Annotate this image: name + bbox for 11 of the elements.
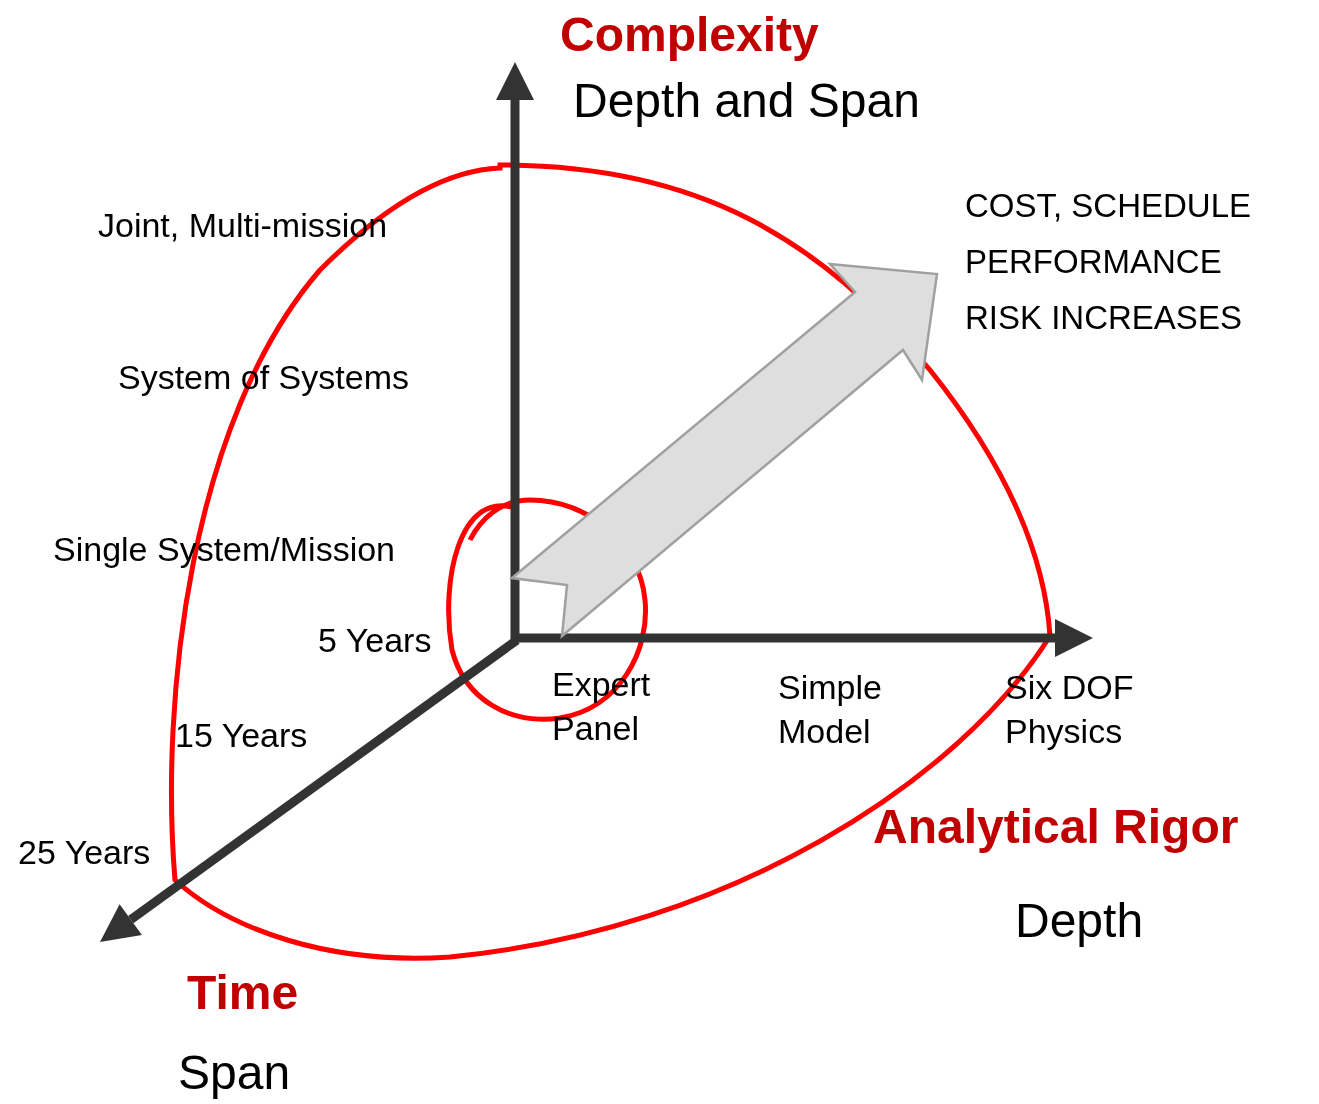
axis-subtitle: Span: [178, 1045, 292, 1101]
scale-label: 5 Years: [318, 620, 433, 661]
axis-title: Analytical Rigor: [873, 799, 1240, 855]
axis-subtitle: Depth and Span: [573, 73, 921, 129]
axis-subtitle: Depth: [1015, 893, 1145, 949]
scale-label: Simple Model: [778, 667, 883, 753]
scale-label: 15 Years: [175, 715, 309, 756]
note-text: COST, SCHEDULE PERFORMANCE RISK INCREASES: [965, 186, 1253, 339]
scale-label: 25 Years: [18, 832, 152, 873]
axis-title: Complexity: [560, 7, 820, 63]
axis-title: Time: [187, 965, 300, 1021]
